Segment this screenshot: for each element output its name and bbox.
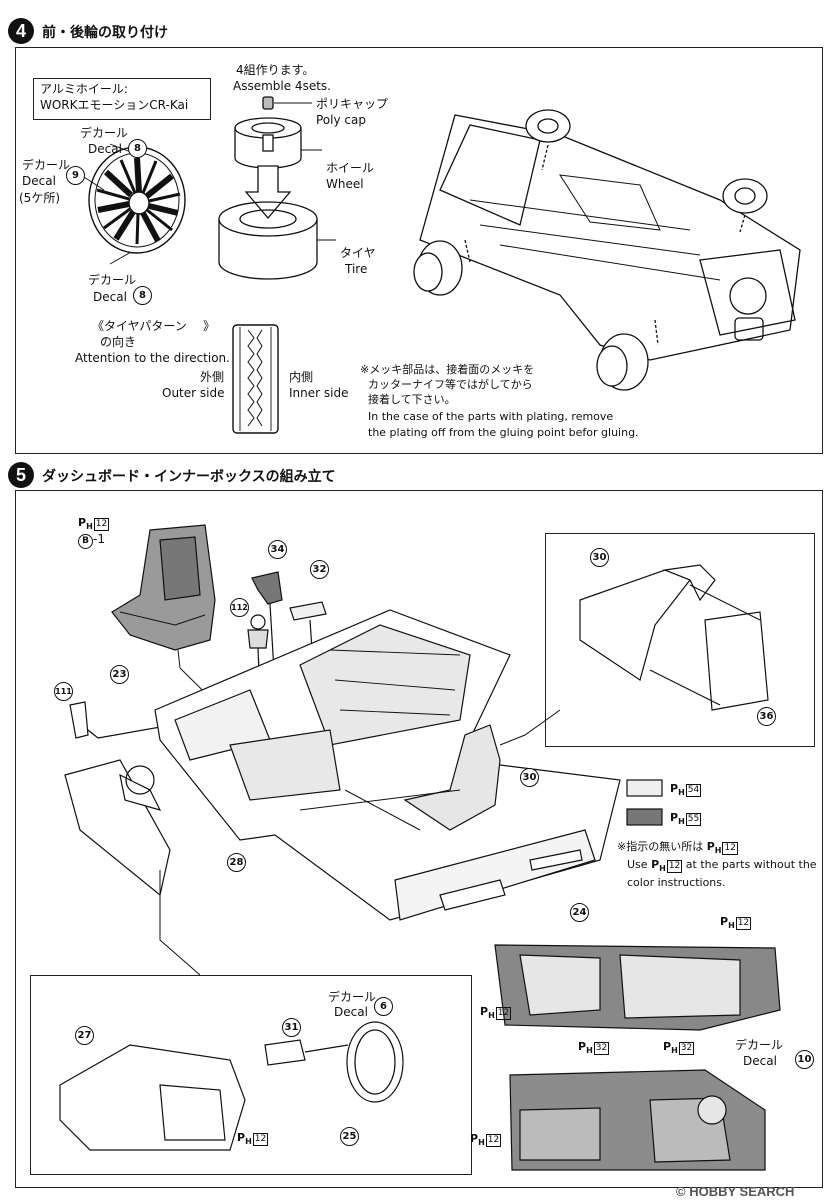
tire-part-en: Tire — [345, 262, 368, 276]
color-swatch-light — [626, 779, 663, 797]
plating-note-jp1: ※メッキ部品は、接着面のメッキを — [360, 363, 535, 376]
part-27-number: 27 — [75, 1026, 94, 1045]
step-4-badge: 4 — [8, 18, 34, 44]
door-panels-drawing — [494, 944, 781, 1031]
wheel-decal-jp: デカール — [328, 990, 377, 1004]
plating-note-en2: the plating off from the gluing point be… — [368, 426, 639, 439]
seat-inset-drawing — [579, 564, 769, 711]
dashboard-inset-drawing — [59, 1021, 404, 1151]
part-36-number: 36 — [757, 707, 776, 726]
assemble-jp: 4組作ります。 — [236, 63, 315, 77]
part-32-number: 32 — [310, 560, 329, 579]
decal-top-num: 8 — [128, 139, 147, 158]
tread-en: Attention to the direction. — [75, 351, 230, 365]
wheel-label-box: アルミホイール: WORKエモーションCR-Kai — [33, 78, 211, 120]
part-28-number: 28 — [227, 853, 246, 872]
alloy-wheel-drawing — [83, 143, 186, 265]
dashboard-part-drawing — [64, 759, 171, 897]
wheel-part-en: Wheel — [326, 177, 364, 191]
dash-decal-en: Decal — [743, 1054, 777, 1068]
step-5-badge: 5 — [8, 462, 34, 488]
step-5-title: ダッシュボード・インナーボックスの組み立て — [42, 469, 336, 485]
seat-color-sub: B-1 — [78, 532, 105, 549]
tread-jp-line1: 《タイヤパターン — [92, 319, 187, 333]
decal-left-jp: デカール — [22, 158, 71, 172]
tread-bracket: 》 — [203, 319, 216, 333]
tire-tread-pattern — [232, 324, 279, 434]
assemble-en: Assemble 4sets. — [233, 79, 331, 93]
part-30-number: 30 — [520, 768, 539, 787]
outer-side-en: Outer side — [162, 386, 225, 400]
hobby-search-watermark: © HOBBY SEARCH — [676, 1184, 795, 1199]
dash-decal-num: 10 — [795, 1050, 814, 1069]
bucket-seat-drawing — [111, 524, 216, 651]
inner-side-jp: 内側 — [289, 370, 314, 384]
legend-note-en2: color instructions. — [627, 876, 726, 889]
decal-left-count: (5ケ所) — [19, 191, 60, 205]
part-25-number: 25 — [340, 1127, 359, 1146]
front-seat-drawing — [403, 724, 501, 831]
wheel-decal-en: Decal — [334, 1005, 368, 1019]
step-4-drawing — [83, 96, 801, 434]
decal-left-num: 9 — [66, 166, 85, 185]
decal-bottom-num: 8 — [133, 286, 152, 305]
wheel-label-jp: アルミホイール: — [40, 82, 128, 96]
tire-part-jp: タイヤ — [340, 246, 376, 260]
part-32-drawing — [289, 601, 327, 621]
polycap-en: Poly cap — [316, 113, 366, 127]
decal-bottom-jp: デカール — [88, 273, 137, 287]
part-34-drawing — [251, 571, 283, 605]
interior-tub-drawing — [154, 609, 621, 921]
dash-decal-jp: デカール — [735, 1038, 784, 1052]
wheel-decal-num: 6 — [374, 997, 393, 1016]
part-31-number: 31 — [282, 1018, 301, 1037]
decal-top-jp: デカール — [80, 126, 129, 140]
tread-jp-line2: の向き — [100, 335, 137, 349]
wheel-label-en: WORKエモーションCR-Kai — [40, 98, 189, 112]
part-23-number: 23 — [110, 665, 129, 684]
dashboard-detail-drawing — [509, 1069, 766, 1171]
exploded-wheel-tire — [218, 96, 336, 280]
decal-bottom-en: Decal — [93, 290, 127, 304]
shift-lever-drawing — [247, 614, 269, 649]
inner-side-en: Inner side — [289, 386, 349, 400]
part-24-number: 24 — [570, 903, 589, 922]
part-111-number: 111 — [54, 682, 73, 701]
wheel-part-jp: ホイール — [326, 161, 375, 175]
outer-side-jp: 外側 — [200, 370, 225, 384]
plating-note-en1: In the case of the parts with plating, r… — [368, 410, 614, 423]
polycap-jp: ポリキャップ — [316, 97, 389, 111]
part-111-drawing — [69, 701, 99, 739]
decal-top-en: Decal — [88, 142, 122, 156]
color-swatch-dark — [626, 808, 663, 826]
part-34-number: 34 — [268, 540, 287, 559]
plating-note-jp2: カッターナイフ等ではがしてから — [368, 378, 533, 391]
decal-left-en: Decal — [22, 174, 56, 188]
chassis-drawing — [413, 109, 801, 391]
plating-note-jp3: 接着して下さい。 — [368, 393, 456, 406]
part-30-number-inset: 30 — [590, 548, 609, 567]
step-4-title: 前・後輪の取り付け — [42, 25, 168, 41]
part-112-number: 112 — [230, 598, 249, 617]
